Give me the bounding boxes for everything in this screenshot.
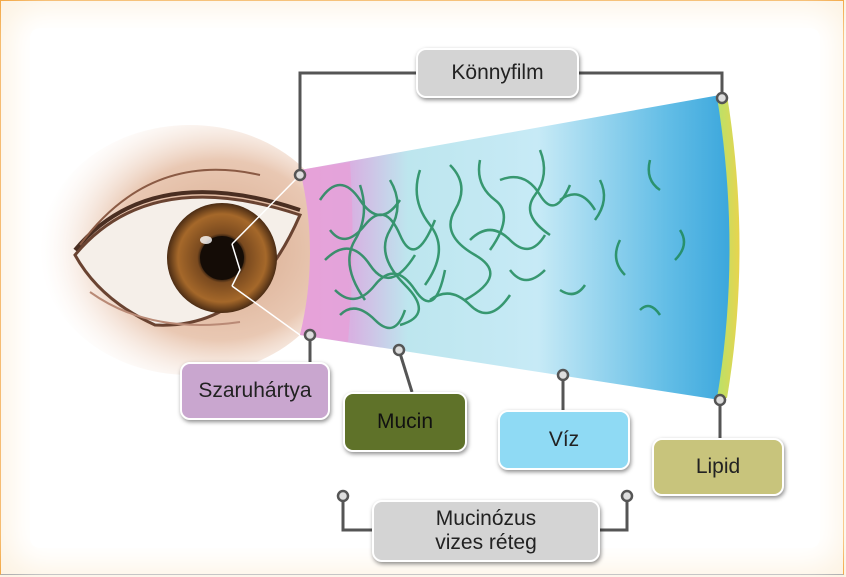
label-mucinozus-vizes-reteg: Mucinózus vizes réteg: [372, 500, 600, 562]
label-mucin: Mucin: [343, 392, 467, 452]
label-konnyfilm-text: Könnyfilm: [451, 61, 543, 85]
label-lipid-text: Lipid: [696, 455, 740, 479]
label-viz-text: Víz: [549, 428, 579, 452]
label-viz: Víz: [498, 410, 630, 470]
label-lipid: Lipid: [652, 438, 784, 496]
label-mucinozus-line2: vizes réteg: [435, 531, 537, 555]
label-szaruhartya-text: Szaruhártya: [198, 379, 311, 403]
label-mucinozus-line1: Mucinózus: [436, 507, 536, 531]
eye-illustration: [40, 125, 340, 375]
label-konnyfilm: Könnyfilm: [416, 48, 579, 98]
label-szaruhartya: Szaruhártya: [180, 362, 330, 420]
tear-film-section: [300, 95, 740, 400]
label-mucin-text: Mucin: [377, 410, 433, 434]
